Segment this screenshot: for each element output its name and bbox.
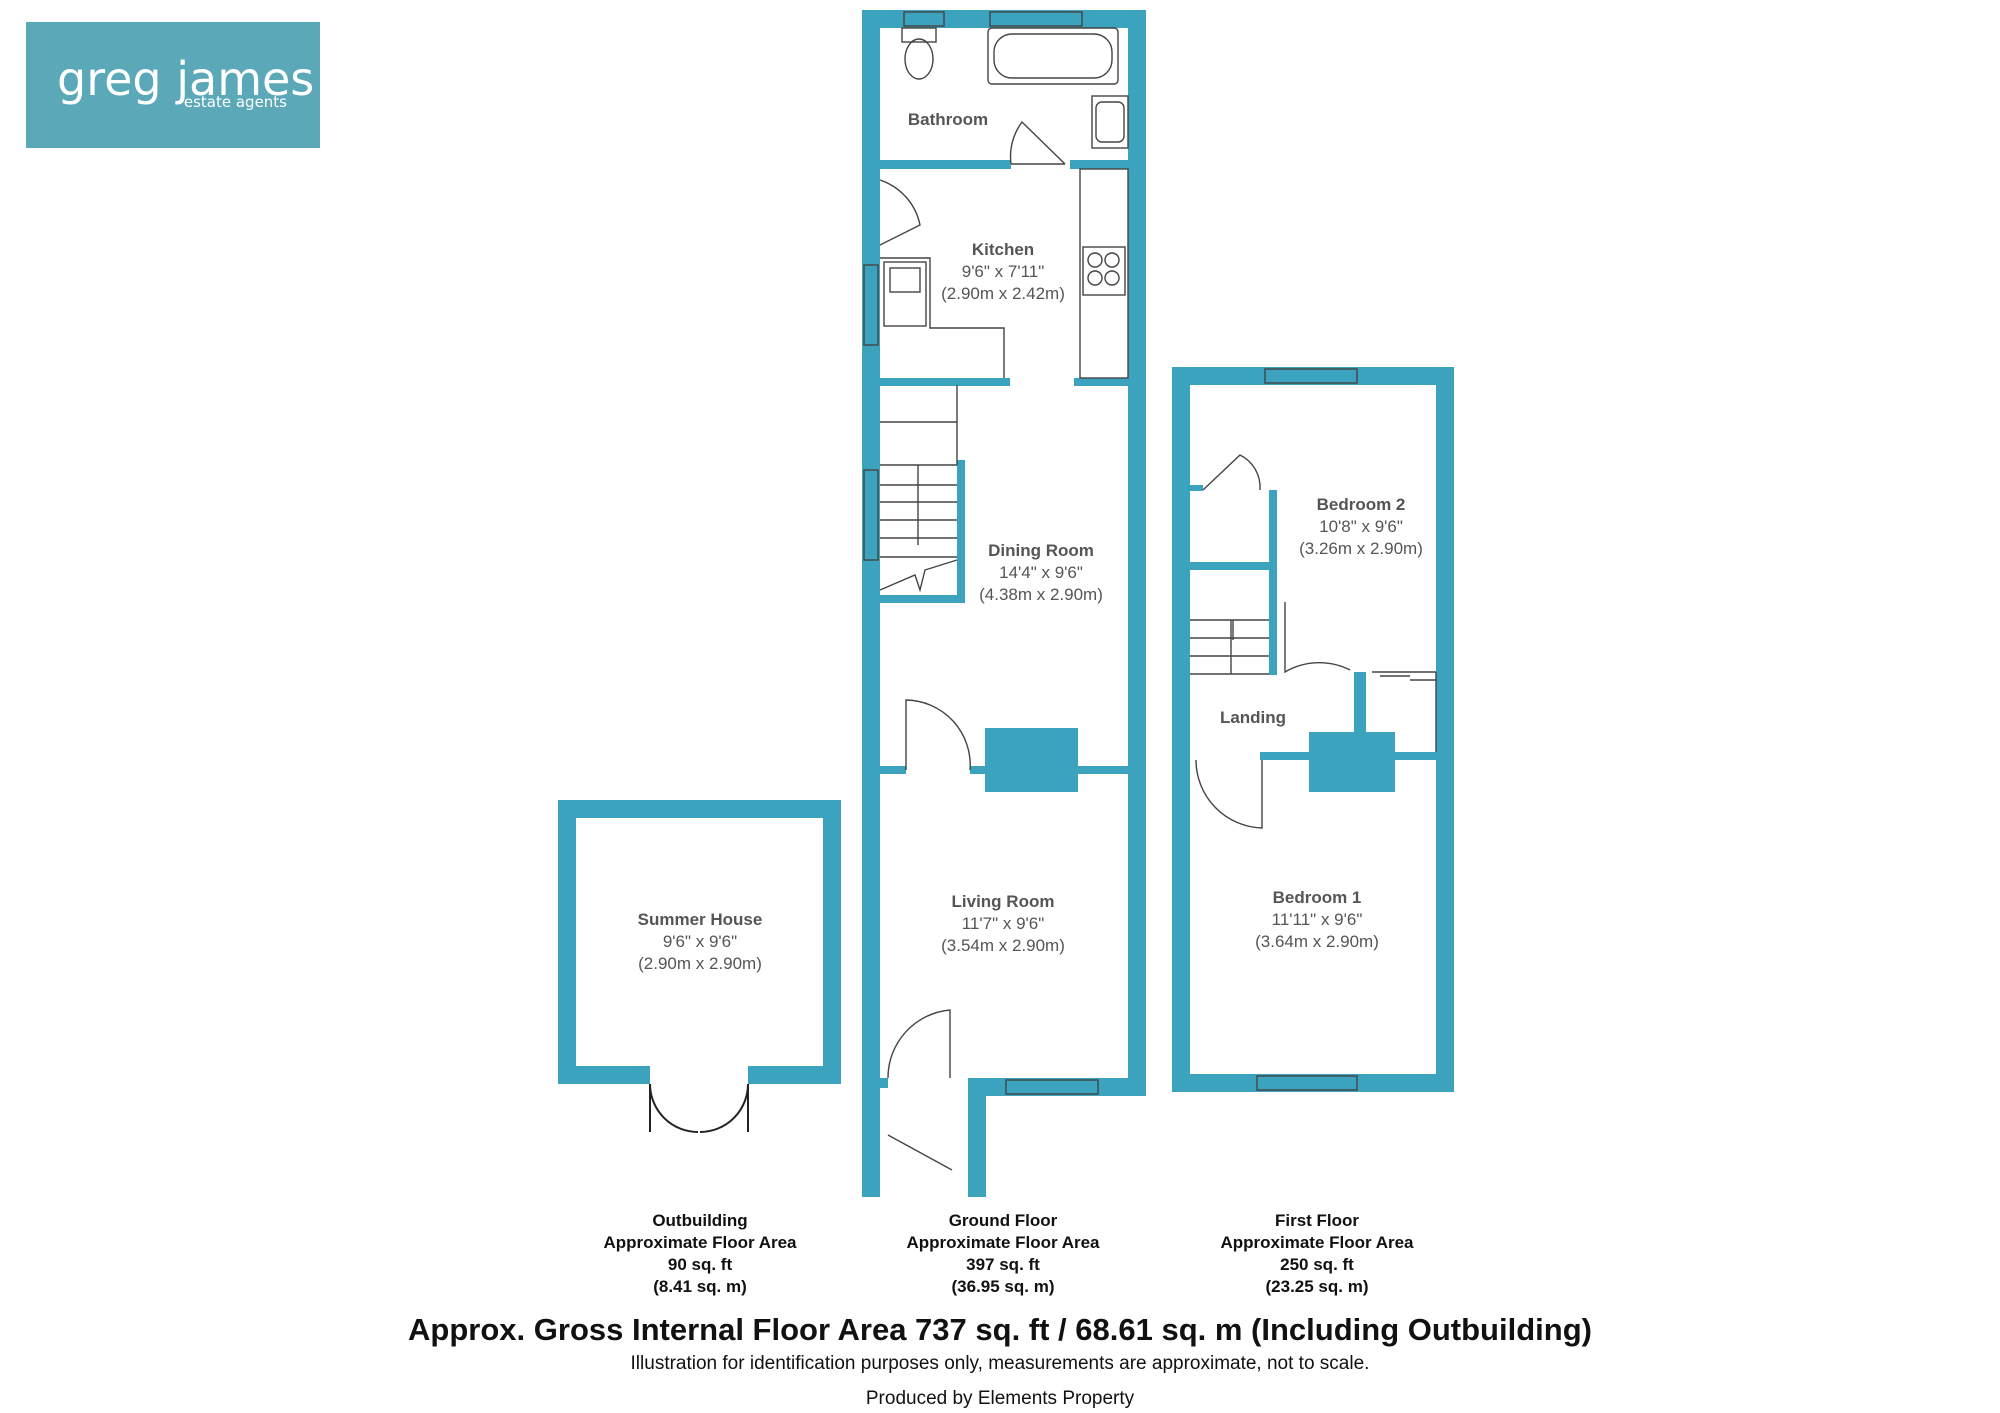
room-label-bathroom: Bathroom xyxy=(908,110,988,129)
kitchen-sink xyxy=(883,261,927,327)
first-floor-chimney-breast xyxy=(1309,732,1395,792)
floor-area-line: Approximate Floor Area xyxy=(906,1233,1100,1252)
room-name: Bathroom xyxy=(908,110,988,129)
floor-area-first-floor: First Floor Approximate Floor Area 250 s… xyxy=(1220,1211,1414,1296)
room-name: Living Room xyxy=(952,892,1055,911)
front-door xyxy=(887,1134,953,1171)
logo-brand-name: greg james xyxy=(57,52,314,106)
room-dim-imperial: 14'4" x 9'6" xyxy=(999,563,1083,582)
cupboard-door xyxy=(1202,454,1261,491)
toilet-cistern xyxy=(901,27,937,43)
room-label-bedroom-1: Bedroom 1 11'11" x 9'6" (3.64m x 2.90m) xyxy=(1255,888,1379,951)
bedroom-1-door xyxy=(1195,759,1263,829)
disclaimer: Illustration for identification purposes… xyxy=(631,1353,1370,1374)
room-name: Dining Room xyxy=(988,541,1094,560)
room-name: Bedroom 2 xyxy=(1317,495,1406,514)
room-dim-metric: (3.54m x 2.90m) xyxy=(941,936,1065,955)
room-label-summer-house: Summer House 9'6" x 9'6" (2.90m x 2.90m) xyxy=(638,910,763,973)
floor-area-line: Approximate Floor Area xyxy=(603,1233,797,1252)
floor-area-ground-floor: Ground Floor Approximate Floor Area 397 … xyxy=(906,1211,1100,1296)
first-floor-walls xyxy=(1172,367,1454,1092)
room-name: Kitchen xyxy=(972,240,1034,259)
room-dim-metric: (4.38m x 2.90m) xyxy=(979,585,1103,604)
floor-area-line: (23.25 sq. m) xyxy=(1266,1277,1369,1296)
bathroom-door xyxy=(1009,120,1066,165)
produced-by: Produced by Elements Property xyxy=(866,1388,1135,1409)
ground-floor-walls xyxy=(862,10,1146,1197)
room-dim-metric: (2.90m x 2.42m) xyxy=(941,284,1065,303)
room-label-dining-room: Dining Room 14'4" x 9'6" (4.38m x 2.90m) xyxy=(979,541,1103,604)
chimney-breast xyxy=(985,728,1078,792)
floor-area-line: Ground Floor xyxy=(949,1211,1058,1230)
floor-area-outbuilding: Outbuilding Approximate Floor Area 90 sq… xyxy=(603,1211,797,1296)
room-dim-imperial: 9'6" x 9'6" xyxy=(663,932,737,951)
room-dim-metric: (3.26m x 2.90m) xyxy=(1299,539,1423,558)
room-label-bedroom-2: Bedroom 2 10'8" x 9'6" (3.26m x 2.90m) xyxy=(1299,495,1423,558)
logo: greg james estate agents xyxy=(26,22,320,148)
dining-living-door xyxy=(905,699,971,771)
floor-area-line: (8.41 sq. m) xyxy=(653,1277,747,1296)
ground-floor-fixtures xyxy=(863,11,1129,1171)
room-dim-imperial: 11'7" x 9'6" xyxy=(962,914,1045,933)
living-porch-door xyxy=(887,1009,951,1079)
room-dim-metric: (2.90m x 2.90m) xyxy=(638,954,762,973)
floor-area-line: 90 sq. ft xyxy=(668,1255,733,1274)
gross-area-title: Approx. Gross Internal Floor Area 737 sq… xyxy=(408,1312,1592,1347)
floor-area-line: Approximate Floor Area xyxy=(1220,1233,1414,1252)
room-dim-imperial: 11'11" x 9'6" xyxy=(1272,910,1363,929)
room-label-living-room: Living Room 11'7" x 9'6" (3.54m x 2.90m) xyxy=(941,892,1065,955)
first-floor-stairs xyxy=(1190,619,1269,675)
room-label-landing: Landing xyxy=(1220,708,1286,727)
bath xyxy=(987,27,1119,85)
floor-area-line: First Floor xyxy=(1275,1211,1359,1230)
room-dim-metric: (3.64m x 2.90m) xyxy=(1255,932,1379,951)
floor-area-line: Outbuilding xyxy=(652,1211,747,1230)
room-name: Summer House xyxy=(638,910,763,929)
summer-house-walls xyxy=(558,800,841,1084)
toilet-bowl xyxy=(904,38,934,80)
bedroom-2-door xyxy=(1284,602,1351,674)
basin xyxy=(1091,95,1129,149)
room-name: Bedroom 1 xyxy=(1273,888,1362,907)
first-floor-fixtures xyxy=(1190,368,1437,1091)
summer-house-doors xyxy=(649,1083,749,1133)
logo-tagline: estate agents xyxy=(184,93,287,111)
room-dim-imperial: 9'6" x 7'11" xyxy=(962,262,1045,281)
wardrobe-doors xyxy=(1372,671,1436,681)
room-name: Landing xyxy=(1220,708,1286,727)
floor-area-line: 250 sq. ft xyxy=(1280,1255,1354,1274)
room-dim-imperial: 10'8" x 9'6" xyxy=(1319,517,1403,536)
ground-floor-stairs xyxy=(879,385,958,593)
floor-area-line: (36.95 sq. m) xyxy=(952,1277,1055,1296)
room-label-kitchen: Kitchen 9'6" x 7'11" (2.90m x 2.42m) xyxy=(941,240,1065,303)
hob xyxy=(1082,246,1126,296)
back-door xyxy=(879,179,921,246)
logo-background xyxy=(26,22,320,148)
floor-area-line: 397 sq. ft xyxy=(966,1255,1040,1274)
